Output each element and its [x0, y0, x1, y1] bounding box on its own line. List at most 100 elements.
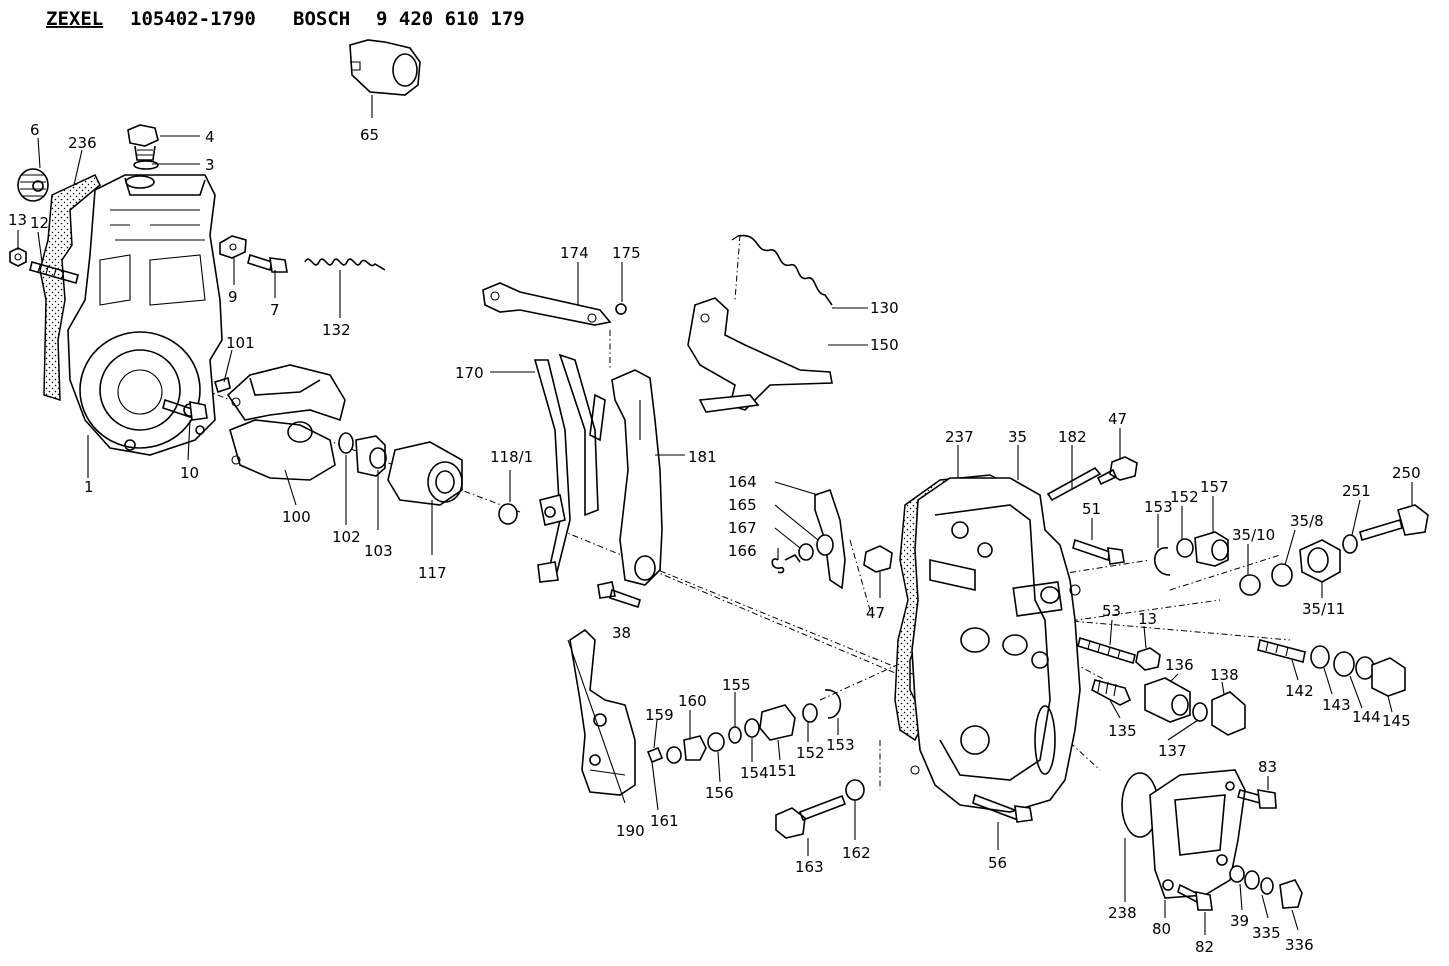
washer-167 — [798, 543, 814, 561]
callout-65: 65 — [360, 126, 379, 144]
callout-159: 159 — [645, 706, 674, 724]
callout-101: 101 — [226, 334, 255, 352]
callout-13-right: 13 — [1138, 610, 1157, 628]
callout-153-lower: 153 — [826, 736, 855, 754]
cap-nut-6 — [17, 168, 49, 202]
bolt-10 — [162, 398, 208, 421]
callout-1: 1 — [84, 478, 94, 496]
callout-190: 190 — [616, 822, 645, 840]
washer-155 — [728, 726, 742, 744]
callout-39: 39 — [1230, 912, 1249, 930]
callout-166: 166 — [728, 542, 757, 560]
washer-251 — [1342, 534, 1358, 554]
callout-138: 138 — [1210, 666, 1239, 684]
callout-150: 150 — [870, 336, 899, 354]
callout-100: 100 — [282, 508, 311, 526]
link-174 — [482, 282, 612, 326]
callout-175: 175 — [612, 244, 641, 262]
nut-35-11 — [1299, 539, 1341, 583]
circlip-153-lower — [824, 689, 842, 719]
callout-56: 56 — [988, 854, 1007, 872]
callout-labels: 65 6 236 4 3 13 12 9 7 132 101 10 1 100 … — [8, 121, 1421, 956]
callout-10: 10 — [180, 464, 199, 482]
bolt-47-top — [1096, 456, 1138, 486]
part-number-2: 9 420 610 179 — [376, 8, 525, 30]
screw-51 — [1072, 538, 1125, 565]
spring-132 — [304, 258, 386, 271]
circlip-153 — [1154, 547, 1171, 576]
nut-13-left — [9, 247, 27, 267]
flyweight-assembly-100 — [226, 364, 346, 481]
part-number-1: 105402-1790 — [130, 8, 256, 30]
callout-165: 165 — [728, 496, 757, 514]
governor-cover-35 — [894, 474, 1081, 813]
callout-132: 132 — [322, 321, 351, 339]
callout-3: 3 — [205, 156, 215, 174]
screw-135 — [1091, 679, 1132, 706]
callout-152-lower: 152 — [796, 744, 825, 762]
leader-lines — [17, 95, 1413, 935]
ring-152 — [1176, 538, 1194, 558]
callout-13-left: 13 — [8, 211, 27, 229]
callout-161: 161 — [650, 812, 679, 830]
callout-102: 102 — [332, 528, 361, 546]
screw-12 — [29, 261, 79, 284]
callout-35: 35 — [1008, 428, 1027, 446]
washer-162 — [845, 779, 865, 801]
callout-238: 238 — [1108, 904, 1137, 922]
callout-251: 251 — [1342, 482, 1371, 500]
callout-237: 237 — [945, 428, 974, 446]
callout-174: 174 — [560, 244, 589, 262]
cap-nut-336 — [1279, 879, 1303, 909]
callout-53: 53 — [1102, 602, 1121, 620]
lever-181 — [611, 369, 663, 586]
nut-13-right — [1135, 647, 1161, 671]
callout-336: 336 — [1285, 936, 1314, 954]
callout-250: 250 — [1392, 464, 1421, 482]
callout-35-11: 35/11 — [1302, 600, 1345, 618]
callout-51: 51 — [1082, 500, 1101, 518]
callout-9: 9 — [228, 288, 238, 306]
callout-154: 154 — [740, 764, 769, 782]
callout-103: 103 — [364, 542, 393, 560]
callout-82: 82 — [1195, 938, 1214, 956]
bearing-sleeve-117 — [387, 441, 463, 506]
bushing-157 — [1194, 531, 1229, 567]
pin-159 — [646, 746, 664, 764]
callout-135: 135 — [1108, 722, 1137, 740]
callout-83: 83 — [1258, 758, 1277, 776]
bolt-38 — [597, 581, 641, 609]
callout-164: 164 — [728, 473, 757, 491]
screw-56 — [972, 793, 1033, 823]
screw-142 — [1257, 639, 1306, 663]
callout-167: 167 — [728, 519, 757, 537]
washer-102 — [338, 432, 354, 454]
cap-nut-138 — [1211, 691, 1246, 736]
callout-155: 155 — [722, 676, 751, 694]
cover-plate-80 — [1149, 769, 1246, 899]
callout-160: 160 — [678, 692, 707, 710]
lever-190 — [569, 628, 636, 796]
bolt-82 — [1177, 883, 1213, 911]
callout-142: 142 — [1285, 682, 1314, 700]
lever-shaft-150 — [687, 297, 833, 413]
washer-143 — [1310, 645, 1330, 669]
callout-335: 335 — [1252, 924, 1281, 942]
callout-4: 4 — [205, 128, 215, 146]
ring-152-lower — [802, 703, 818, 723]
screw-7 — [247, 253, 288, 273]
brand-label-1: ZEXEL — [46, 8, 103, 30]
callout-144: 144 — [1352, 708, 1381, 726]
screw-53 — [1077, 636, 1136, 665]
bushing-151 — [759, 704, 796, 741]
clip-166b — [784, 553, 801, 563]
callout-47-top: 47 — [1108, 410, 1127, 428]
washer-35-8 — [1271, 563, 1293, 587]
nut-175 — [615, 303, 627, 315]
adjuster-136 — [1144, 677, 1191, 723]
lever-170 — [533, 353, 606, 583]
callout-137: 137 — [1158, 742, 1187, 760]
gasket-3 — [133, 160, 159, 170]
callout-181: 181 — [688, 448, 717, 466]
